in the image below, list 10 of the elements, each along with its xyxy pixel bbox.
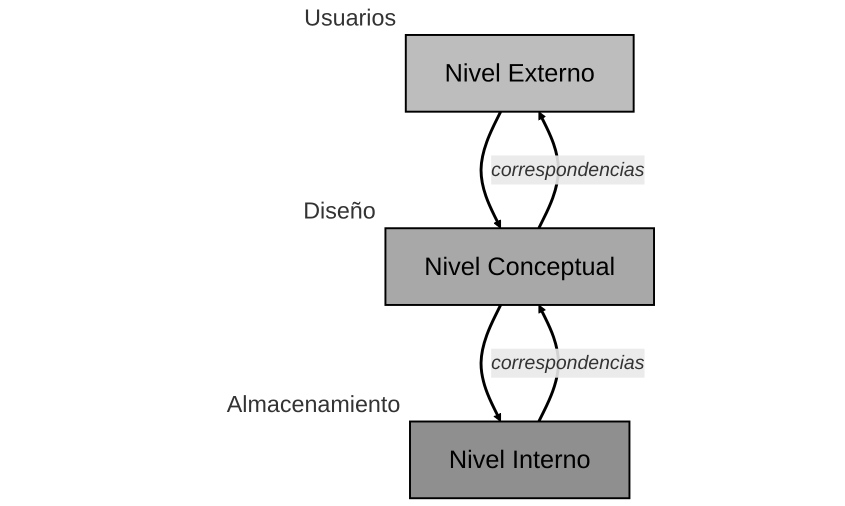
edge-label: correspondencias [491, 159, 644, 181]
level-heading: Almacenamiento [226, 390, 400, 417]
level-heading: Usuarios [304, 4, 396, 30]
node-box: Nivel Externo [404, 34, 635, 113]
level-heading: Diseño [303, 198, 376, 224]
arrow [479, 111, 502, 229]
node-box: Nivel Interno [408, 420, 630, 500]
node-box: Nivel Conceptual [384, 227, 655, 306]
edge-label: correspondencias [491, 352, 644, 374]
arrow [479, 304, 502, 422]
